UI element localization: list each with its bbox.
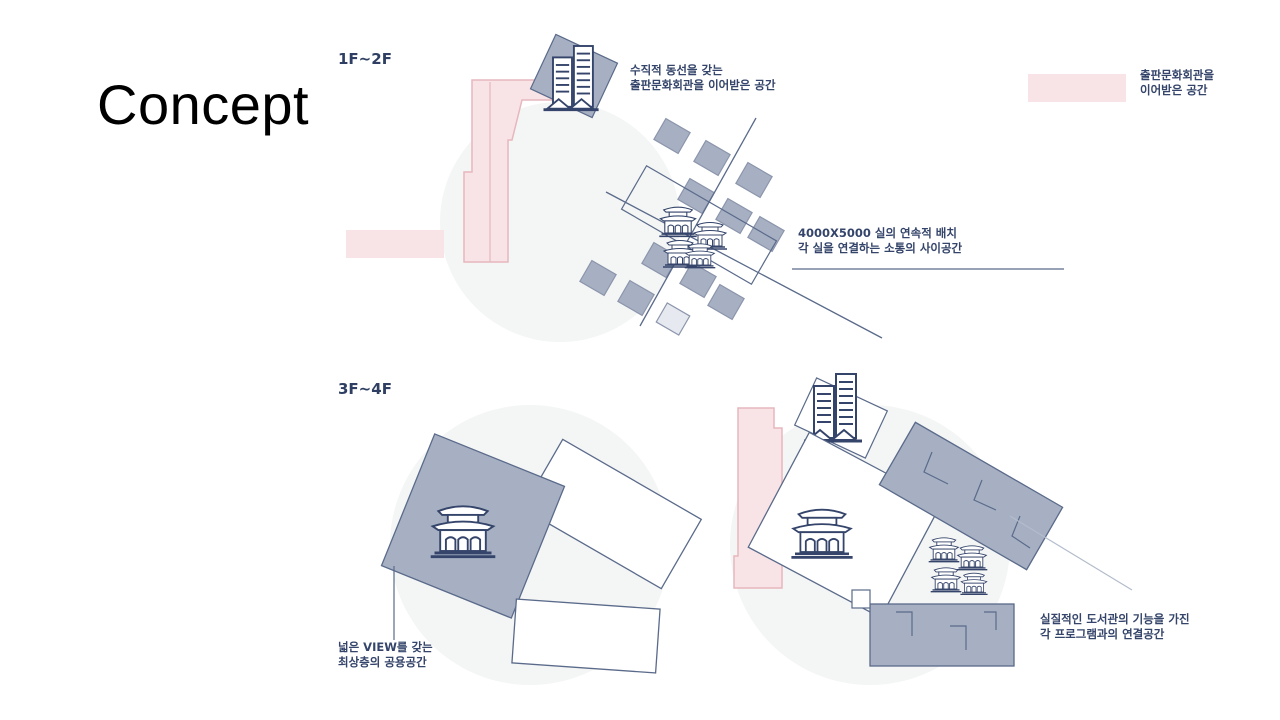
note-line: 최상층의 공용공간: [338, 655, 427, 669]
axis-lines: [605, 117, 1064, 339]
small-room: [851, 589, 871, 609]
legend-swatch: [1028, 74, 1126, 102]
legend-label: 출판문화회관을 이어받은 공간: [1140, 68, 1214, 98]
hanok-pavilion-icon: [429, 504, 497, 559]
floor-label-3f-4f: 3F~4F: [338, 380, 392, 398]
note-line: 실질적인 도서관의 기능을 가진: [1040, 612, 1190, 626]
hanok-pavilion-icon: [658, 206, 698, 238]
floor-label-1f-2f: 1F~2F: [338, 50, 392, 68]
wing-block: [521, 438, 703, 590]
note-room-layout: 4000X5000 실의 연속적 배치 각 실을 연결하는 소통의 사이공간: [798, 226, 962, 256]
note-line: 넓은 VIEW를 갖는: [338, 640, 433, 654]
note-top-floor: 넓은 VIEW를 갖는 최상층의 공용공간: [338, 640, 433, 670]
library-block: [869, 603, 1015, 667]
note-vertical-circulation: 수직적 동선을 갖는 출판문화회관을 이어받은 공간: [630, 63, 776, 93]
legend-line: 출판문화회관을: [1140, 68, 1215, 82]
annex-block: [511, 598, 661, 674]
callout-line: [1009, 515, 1133, 591]
note-line: 각 실을 연결하는 소통의 사이공간: [798, 241, 963, 255]
note-line: 수직적 동선을 갖는: [630, 63, 723, 77]
hanok-pavilion-icon: [790, 508, 854, 559]
note-line: 4000X5000 실의 연속적 배치: [798, 226, 957, 240]
pink-block: [346, 230, 444, 258]
note-line: 출판문화회관을 이어받은 공간: [630, 78, 776, 92]
hanok-pavilion-icon: [684, 243, 716, 269]
library-room-lines: [896, 451, 1031, 650]
library-block: [878, 421, 1064, 571]
note-library-function: 실질적인 도서관의 기능을 가진 각 프로그램과의 연결공간: [1040, 612, 1190, 642]
slide-title: Concept: [97, 73, 310, 136]
legend-line: 이어받은 공간: [1140, 83, 1208, 97]
note-line: 각 프로그램과의 연결공간: [1040, 627, 1165, 641]
